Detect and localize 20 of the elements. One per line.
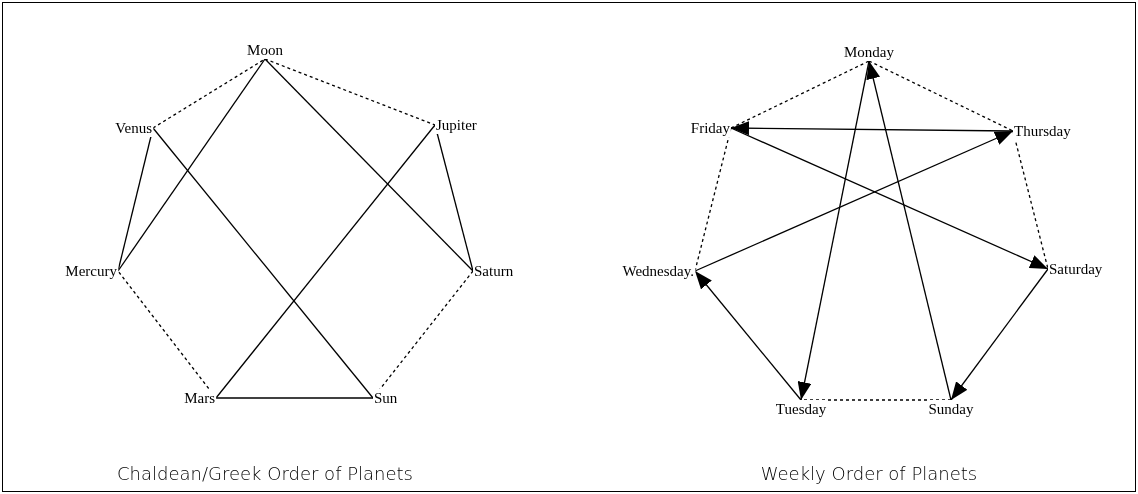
arrow bbox=[797, 60, 870, 401]
arrow bbox=[866, 60, 952, 401]
arrow bbox=[694, 130, 1014, 272]
connector-line bbox=[117, 58, 266, 272]
arrow bbox=[730, 127, 1049, 270]
connector-line bbox=[152, 58, 266, 129]
arrow bbox=[950, 268, 1049, 401]
connector-line bbox=[264, 58, 474, 272]
connector-line bbox=[215, 124, 436, 399]
arrow bbox=[730, 121, 1014, 136]
connector-line bbox=[152, 127, 374, 399]
connector-line bbox=[264, 58, 436, 126]
connector-line bbox=[215, 397, 374, 399]
planet-label: Tuesday bbox=[774, 400, 828, 418]
connector-line bbox=[868, 60, 1014, 132]
diagram-caption: Weekly Order of Planets bbox=[760, 461, 978, 486]
diagram-caption: Chaldean/Greek Order of Planets bbox=[117, 461, 413, 486]
arrow bbox=[694, 270, 802, 401]
planet-label: Sunday bbox=[927, 400, 975, 418]
connector-line bbox=[730, 60, 870, 129]
